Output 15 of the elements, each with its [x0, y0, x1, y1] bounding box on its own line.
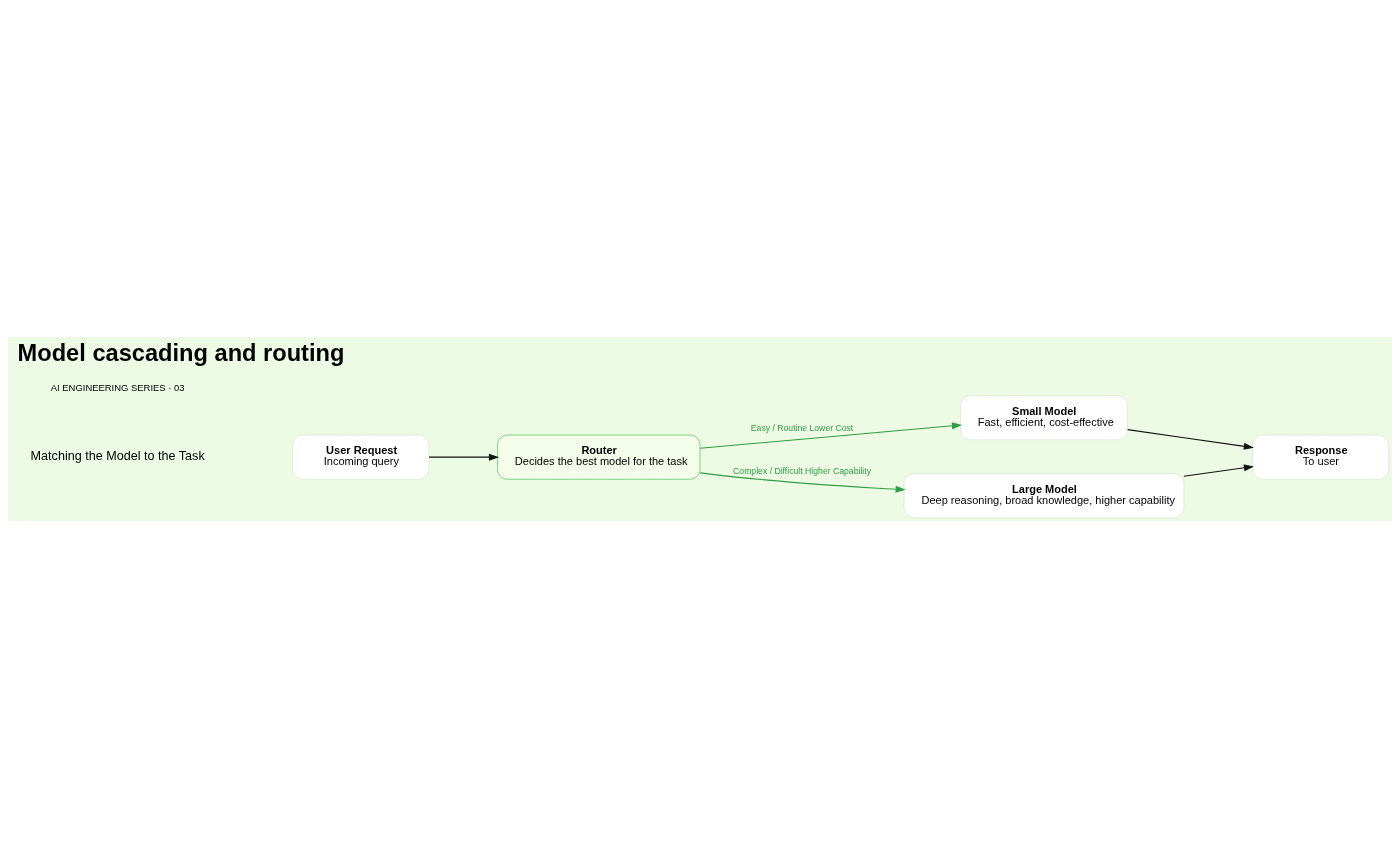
label: Matching the Model to the Task: [30, 449, 205, 464]
label: AI ENGINEERING SERIES · 03: [50, 382, 185, 394]
node-box: Router Decides the best model for the task: [497, 434, 701, 480]
node-box: User Request Incoming query: [292, 434, 430, 480]
node-box: Large Model Deep reasoning, broad knowledge, higher capability: [903, 473, 1185, 519]
edge-label: Complex / Difficult Higher Capability: [733, 466, 872, 477]
arrow: [699, 422, 963, 449]
arrow: [1127, 429, 1254, 450]
diagram-title: Model cascading and routing: [17, 340, 345, 367]
node-box: Small Model Fast, efficient, cost-effective: [960, 395, 1128, 441]
arrow: [428, 453, 500, 461]
node-box: Response To user: [1252, 434, 1390, 480]
edge-label: Easy / Routine Lower Cost: [750, 423, 854, 434]
arrow: [1183, 464, 1254, 477]
arrow: [699, 472, 906, 493]
